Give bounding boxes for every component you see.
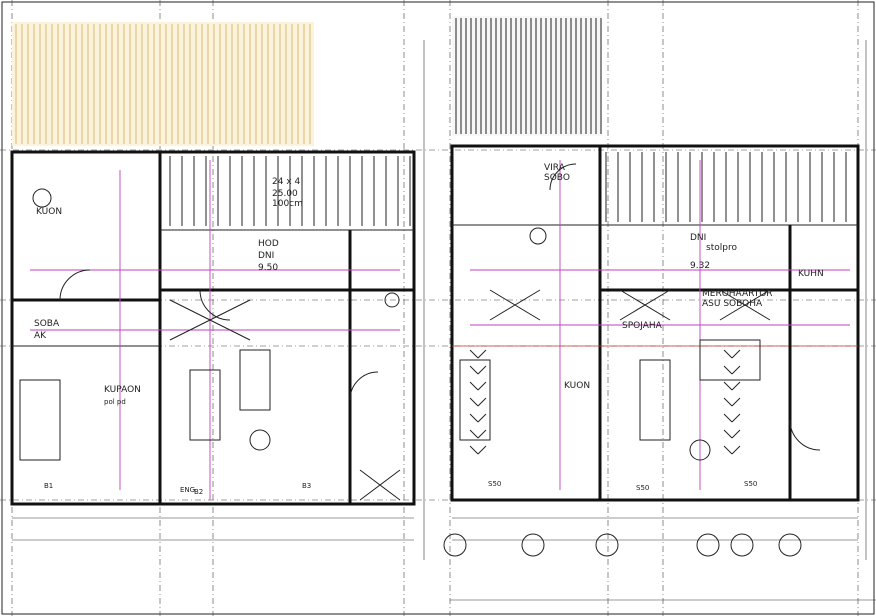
dimension-lines: [12, 40, 876, 601]
label-dni-right: DNI: [690, 233, 706, 243]
label-pol: pol pd: [104, 398, 126, 406]
axis-bubbles: [443, 533, 802, 557]
label-room-area: 9.50: [258, 263, 278, 273]
label-kitchen-a: KUON: [36, 207, 62, 217]
axis-bubble: [778, 533, 802, 557]
label-sobo: SOBO: [544, 173, 570, 183]
balcony-hatch-left: [12, 22, 314, 146]
axis-bubble: [595, 533, 619, 557]
label-room-ak: AK: [34, 331, 47, 341]
axis-bubble: [521, 533, 545, 557]
axis-bubble: [443, 533, 467, 557]
axis-bubble: [696, 533, 720, 557]
label-vira: VIRA: [544, 163, 566, 173]
axis-bubble: [730, 533, 754, 557]
label-kupaon: KUPAON: [104, 385, 141, 395]
balcony-hatch-right: [452, 16, 602, 136]
label-s50-b: S50: [636, 484, 649, 492]
label-eng: ENG: [180, 486, 195, 494]
label-kuhn: KUHN: [798, 269, 824, 279]
label-s50-a: S50: [488, 480, 501, 488]
label-stair-count: 24 x 4: [272, 177, 301, 187]
label-stair-height: 25.00: [272, 189, 298, 199]
label-area-right: 9.32: [690, 261, 710, 271]
left-plan: [10, 150, 416, 506]
right-plan: [450, 144, 860, 502]
left-plan-labels: KUON 24 x 4 25.00 100cm HOD DNI 9.50 SOB…: [34, 177, 311, 496]
label-b2: B2: [194, 488, 203, 496]
label-s50-c: S50: [744, 480, 757, 488]
label-room-hod: HOD: [258, 239, 279, 249]
label-asu-soboha: ASU SOBOHA: [702, 299, 763, 309]
label-stair-width: 100cm: [272, 199, 303, 209]
label-kuon-right: KUON: [564, 381, 590, 391]
label-b1: B1: [44, 482, 53, 490]
label-room-soba: SOBA: [34, 319, 60, 329]
label-spojaha: SPOJAHA: [622, 321, 663, 331]
label-stolpro: stolpro: [706, 243, 737, 253]
label-b3: B3: [302, 482, 311, 490]
right-plan-labels: VIRA SOBO DNI stolpro 9.32 KUHN MEROHAAR…: [488, 163, 824, 492]
label-room-dni: DNI: [258, 251, 274, 261]
label-merohaartor: MEROHAARTOR: [702, 289, 773, 299]
